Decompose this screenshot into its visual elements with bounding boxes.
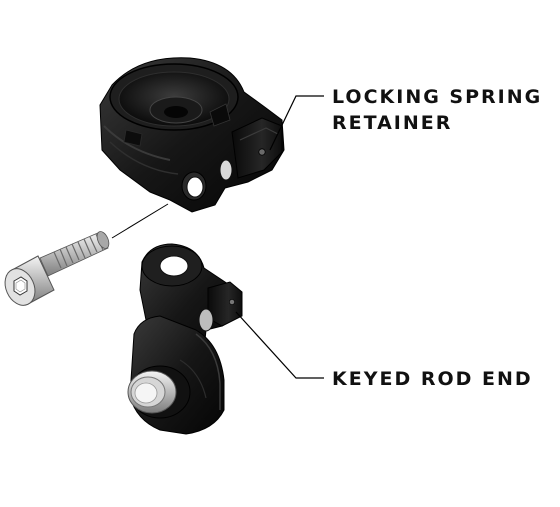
rod-end-leader-line	[235, 311, 324, 379]
retainer-label: LOCKING SPRING RETAINER	[332, 84, 542, 136]
rod-end-label: KEYED ROD END	[332, 366, 533, 392]
bushing-part	[127, 365, 191, 419]
locking-spring-retainer-part	[99, 57, 285, 213]
rod-end-label-line1: KEYED ROD END	[332, 368, 533, 390]
screw-alignment-line	[111, 203, 169, 239]
cap-screw-part	[4, 231, 110, 306]
retainer-label-line2: RETAINER	[332, 112, 453, 134]
keyed-rod-end-part	[127, 243, 243, 435]
retainer-leader-line	[269, 95, 324, 151]
retainer-label-line1: LOCKING SPRING	[332, 86, 543, 108]
